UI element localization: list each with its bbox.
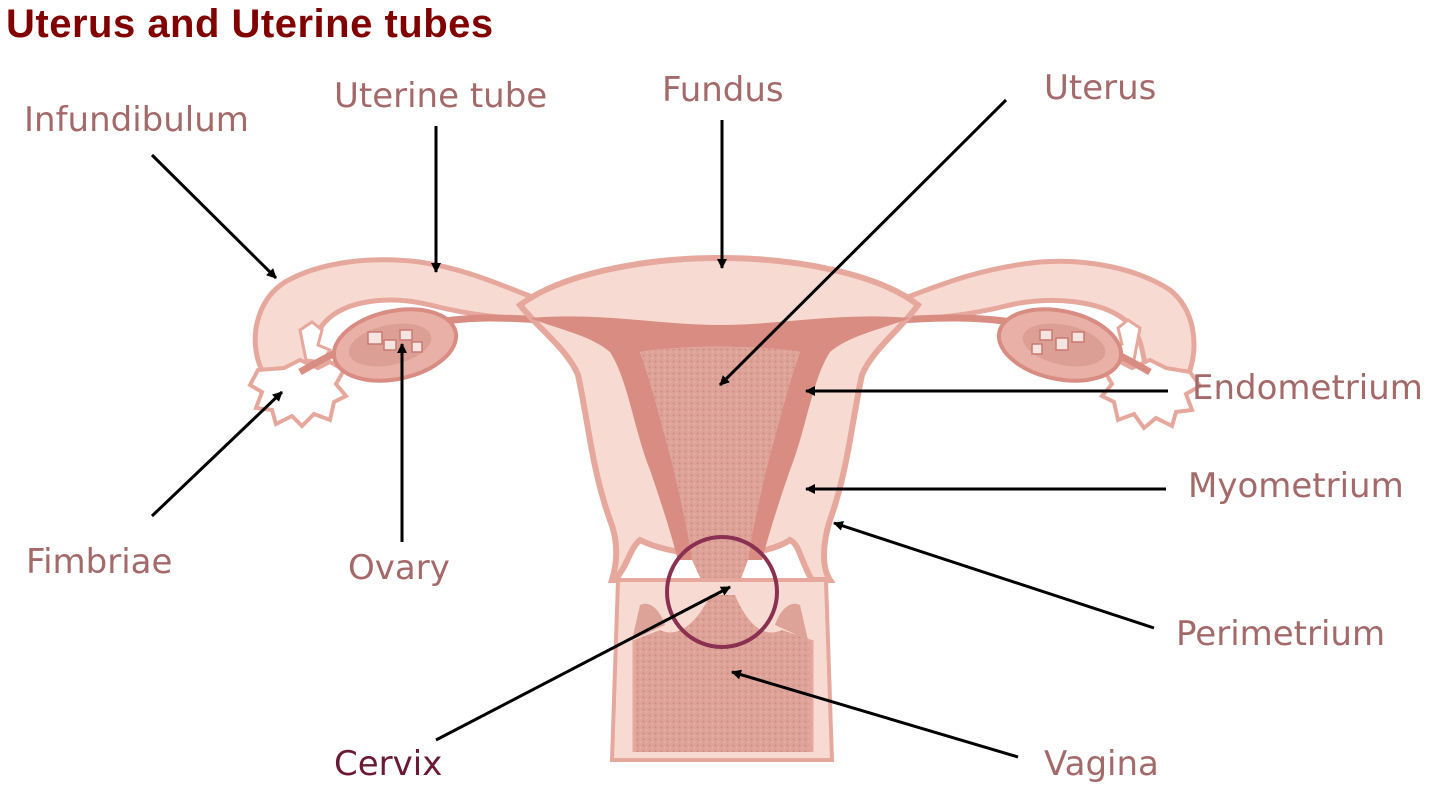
label-fimbriae: Fimbriae [26, 542, 173, 582]
perimetrium-arrow [833, 521, 1155, 630]
infundibulum-arrow [150, 153, 278, 280]
vagina-arrow [731, 669, 1019, 759]
label-endometrium: Endometrium [1192, 368, 1423, 408]
label-perimetrium: Perimetrium [1176, 614, 1386, 654]
diagram-title: Uterus and Uterine tubes [6, 2, 494, 46]
label-cervix: Cervix [334, 744, 443, 784]
cervix-arrow [435, 585, 731, 742]
label-infundibulum: Infundibulum [24, 100, 249, 140]
label-uterine-tube: Uterine tube [334, 76, 548, 116]
label-uterus: Uterus [1044, 68, 1157, 108]
label-ovary: Ovary [348, 548, 450, 588]
right-ovary [996, 307, 1124, 383]
uterus-body [515, 254, 923, 595]
label-vagina: Vagina [1044, 744, 1159, 784]
left-ovary [331, 307, 459, 383]
label-fundus: Fundus [662, 70, 784, 110]
cervix-vagina [609, 535, 835, 762]
label-myometrium: Myometrium [1188, 466, 1404, 506]
uterus-arrow [718, 98, 1008, 387]
pointer-arrows [150, 98, 1168, 759]
fimbriae-arrow [150, 390, 284, 518]
